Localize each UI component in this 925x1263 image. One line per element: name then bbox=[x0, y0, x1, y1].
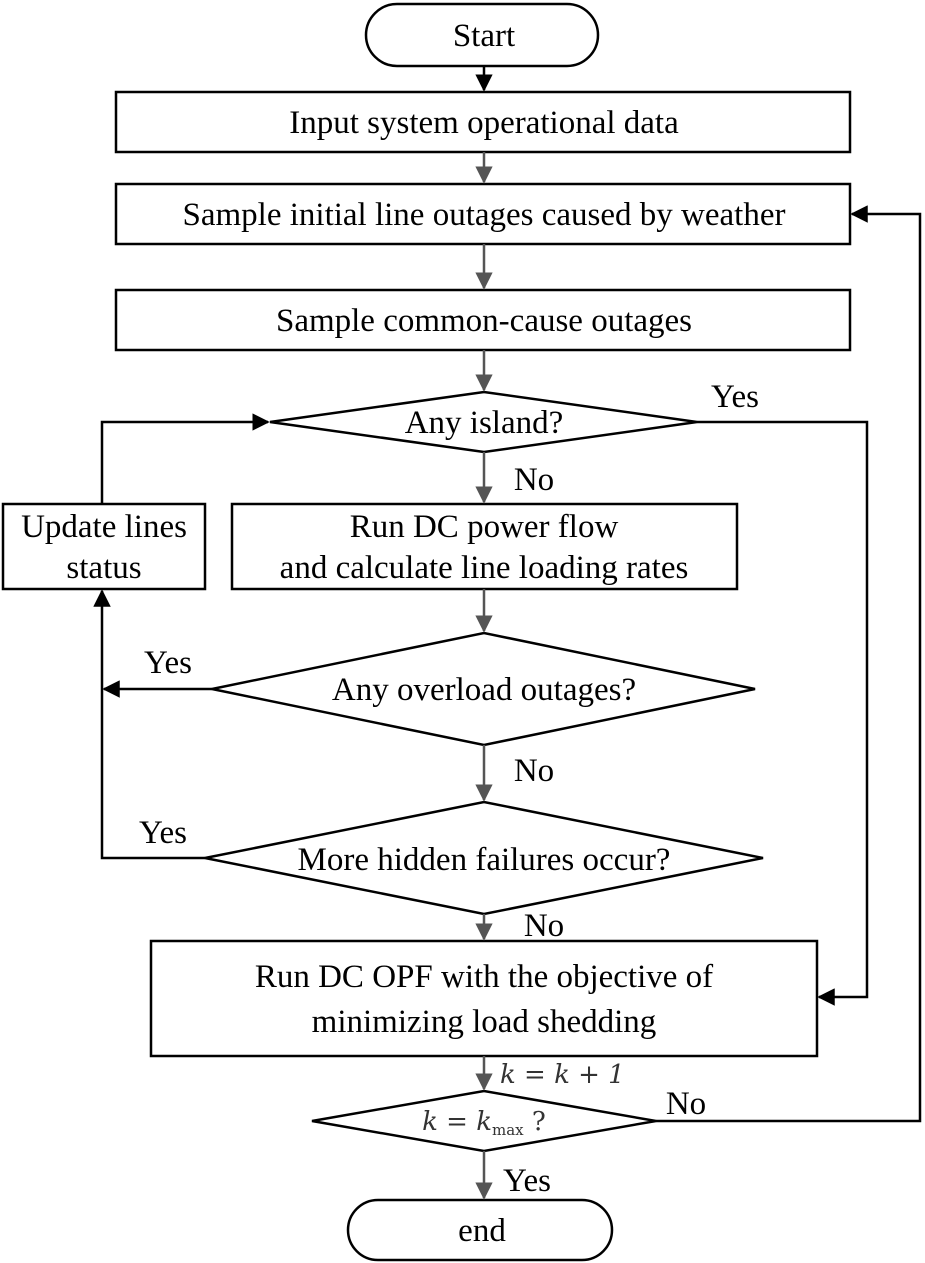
kmax-yes-label: Yes bbox=[503, 1163, 551, 1199]
kmax-no-label: No bbox=[666, 1086, 706, 1122]
sample-weather-box bbox=[114, 182, 852, 246]
dc-opf-label-2: minimizing load shedding bbox=[312, 1004, 657, 1040]
sample-common-label: Sample common-cause outages bbox=[276, 303, 692, 339]
run-power-flow-box bbox=[230, 502, 739, 591]
island-no-label: No bbox=[514, 462, 554, 498]
island-yes-label: Yes bbox=[711, 379, 759, 415]
dc-opf-label-1: Run DC OPF with the objective of bbox=[255, 959, 713, 995]
overload-no-label: No bbox=[514, 753, 554, 789]
run-power-flow-label-2: and calculate line loading rates bbox=[280, 550, 689, 586]
hidden-failures-decision bbox=[204, 800, 764, 916]
hidden-yes-label: Yes bbox=[139, 815, 187, 851]
run-power-flow-label-1: Run DC power flow bbox=[350, 509, 619, 545]
hidden-no-label: No bbox=[524, 908, 564, 944]
start-label: Start bbox=[453, 18, 515, 54]
kmax-sub: max bbox=[492, 1121, 524, 1139]
kmax-eq: = bbox=[438, 1107, 476, 1137]
input-data-label: Input system operational data bbox=[289, 105, 679, 141]
sample-weather-label: Sample initial line outages caused by we… bbox=[183, 197, 786, 233]
any-island-label: Any island? bbox=[405, 405, 564, 441]
k-increment-label: k = k + 1 bbox=[500, 1060, 625, 1090]
arrow-island-yes-to-opf bbox=[697, 420, 869, 1006]
update-lines-box bbox=[1, 502, 207, 591]
sample-common-box bbox=[114, 288, 852, 352]
update-lines-label-2: status bbox=[66, 550, 141, 586]
overload-decision bbox=[211, 631, 756, 747]
overload-yes-label: Yes bbox=[144, 645, 192, 681]
start-terminal bbox=[364, 2, 600, 68]
overload-label: Any overload outages? bbox=[332, 672, 636, 708]
arrow-hidden-yes-to-update bbox=[93, 589, 205, 860]
update-lines-label-1: Update lines bbox=[21, 509, 187, 545]
hidden-failures-label: More hidden failures occur? bbox=[298, 842, 671, 878]
kmax-question: ? bbox=[524, 1107, 546, 1137]
kmax-k: k bbox=[422, 1107, 438, 1137]
arrow-kmax-no-to-weather bbox=[656, 205, 922, 1123]
dc-opf-box bbox=[149, 939, 819, 1058]
end-terminal bbox=[346, 1198, 614, 1262]
kmax-label: k = kmax ? bbox=[422, 1107, 546, 1139]
end-label: end bbox=[458, 1213, 506, 1249]
input-data-box bbox=[114, 90, 852, 154]
kmax-k2: k bbox=[476, 1107, 492, 1137]
arrow-update-to-island bbox=[100, 413, 270, 504]
